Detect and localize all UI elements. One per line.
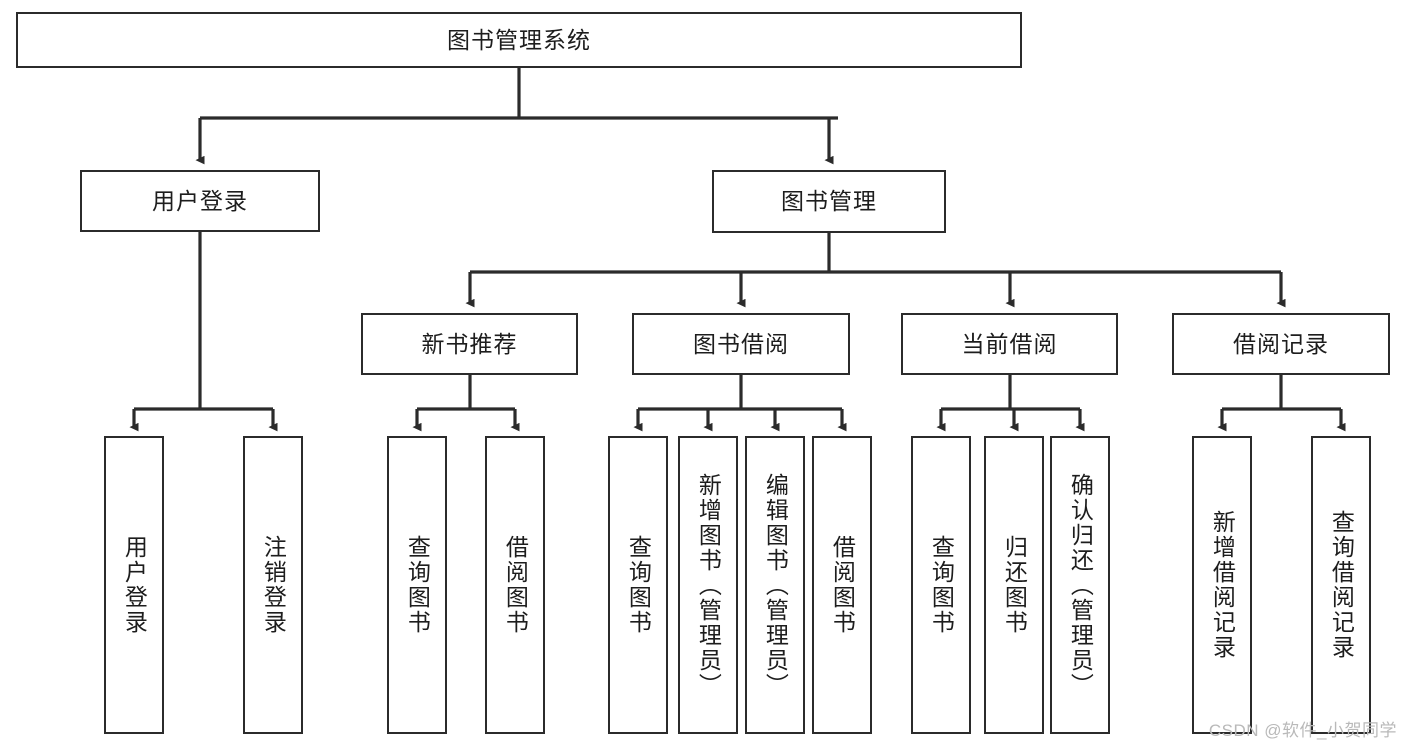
node-leaf-logout[interactable]: 注销登录 [243, 436, 303, 734]
node-borrow-record-label: 借阅记录 [1233, 330, 1329, 357]
edge-currentborrow-to-leaves [936, 375, 1085, 432]
node-leaf-add-record[interactable]: 新增借阅记录 [1192, 436, 1252, 734]
node-leaf-user-login-label: 用户登录 [121, 535, 148, 635]
node-leaf-add-book[interactable]: 新增图书（管理员） [678, 436, 738, 734]
node-leaf-user-login[interactable]: 用户登录 [104, 436, 164, 734]
node-new-book-recommend-label: 新书推荐 [421, 330, 518, 357]
node-leaf-query-book-3[interactable]: 查询图书 [911, 436, 971, 734]
node-leaf-borrow-book-1-label: 借阅图书 [502, 535, 529, 635]
node-user-login-label: 用户登录 [152, 187, 248, 214]
node-borrow-record[interactable]: 借阅记录 [1172, 313, 1390, 375]
node-book-borrow[interactable]: 图书借阅 [632, 313, 850, 375]
node-leaf-add-record-label: 新增借阅记录 [1209, 510, 1236, 660]
node-leaf-query-book-1[interactable]: 查询图书 [387, 436, 447, 734]
node-leaf-edit-book[interactable]: 编辑图书（管理员） [745, 436, 805, 734]
node-user-login[interactable]: 用户登录 [80, 170, 320, 232]
node-leaf-borrow-book-2-label: 借阅图书 [829, 535, 856, 635]
node-leaf-query-record-label: 查询借阅记录 [1328, 510, 1355, 660]
node-new-book-recommend[interactable]: 新书推荐 [361, 313, 578, 375]
node-root-label: 图书管理系统 [447, 26, 591, 53]
node-leaf-edit-book-label: 编辑图书（管理员） [762, 472, 789, 698]
node-book-borrow-label: 图书借阅 [693, 330, 789, 357]
node-root-system[interactable]: 图书管理系统 [16, 12, 1022, 68]
node-leaf-return-book-label: 归还图书 [1001, 535, 1028, 635]
edge-userlogin-to-leaves [129, 232, 278, 432]
node-book-manage[interactable]: 图书管理 [712, 170, 946, 233]
node-leaf-query-book-1-label: 查询图书 [404, 535, 431, 635]
node-leaf-borrow-book-1[interactable]: 借阅图书 [485, 436, 545, 734]
node-current-borrow-label: 当前借阅 [961, 330, 1058, 357]
edge-root-to-level1 [195, 68, 838, 165]
node-current-borrow[interactable]: 当前借阅 [901, 313, 1118, 375]
node-leaf-logout-label: 注销登录 [260, 535, 287, 635]
node-leaf-borrow-book-2[interactable]: 借阅图书 [812, 436, 872, 734]
edge-bookborrow-to-leaves [633, 375, 847, 432]
node-leaf-confirm-return-label: 确认归还（管理员） [1067, 472, 1094, 698]
node-leaf-query-record[interactable]: 查询借阅记录 [1311, 436, 1371, 734]
node-book-manage-label: 图书管理 [781, 188, 877, 214]
node-leaf-add-book-label: 新增图书（管理员） [695, 472, 722, 698]
edge-bookmanage-to-level2 [465, 233, 1286, 308]
node-leaf-query-book-2-label: 查询图书 [625, 535, 652, 635]
node-leaf-query-book-3-label: 查询图书 [928, 535, 955, 635]
node-leaf-return-book[interactable]: 归还图书 [984, 436, 1044, 734]
edge-newbook-to-leaves [412, 375, 520, 432]
node-leaf-query-book-2[interactable]: 查询图书 [608, 436, 668, 734]
edge-borrowrecord-to-leaves [1217, 375, 1346, 432]
node-leaf-confirm-return[interactable]: 确认归还（管理员） [1050, 436, 1110, 734]
